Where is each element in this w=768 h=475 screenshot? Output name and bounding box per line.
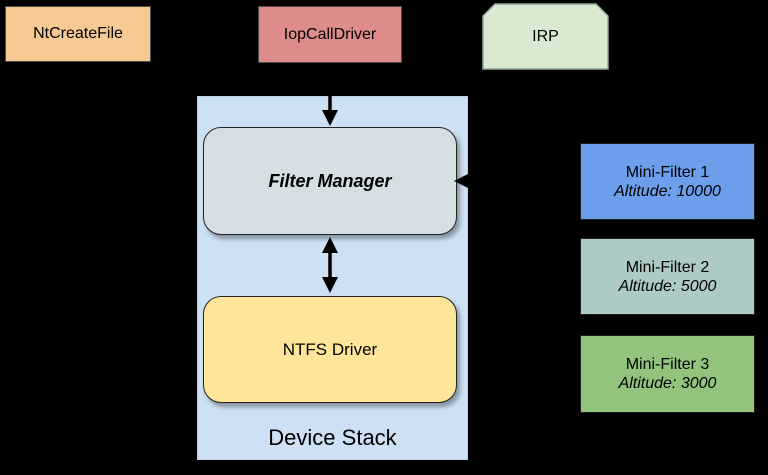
node-filter-manager-label: Filter Manager: [268, 170, 392, 191]
node-mini-filter-3: Mini-Filter 3 Altitude: 3000: [580, 335, 755, 413]
node-ntcreatefile-label: NtCreateFile: [33, 25, 123, 42]
node-irp: IRP: [482, 3, 609, 70]
node-ntcreatefile: NtCreateFile: [5, 6, 151, 62]
node-iopcalldriver: IopCallDriver: [258, 6, 402, 63]
node-mini-filter-2: Mini-Filter 2 Altitude: 5000: [580, 238, 755, 315]
node-ntfs-driver: NTFS Driver: [203, 296, 457, 403]
device-stack-label: Device Stack: [268, 425, 397, 450]
node-mini-filter-1: Mini-Filter 1 Altitude: 10000: [580, 143, 755, 220]
arrow-minifilters-to-filter-manager: [454, 173, 580, 189]
mini-filter-3-name: Mini-Filter 3: [625, 356, 710, 373]
mini-filter-2-name: Mini-Filter 2: [625, 258, 710, 276]
node-irp-label: IRP: [532, 27, 559, 45]
mini-filter-2-altitude: Altitude: 5000: [618, 277, 717, 295]
node-ntfs-driver-label: NTFS Driver: [282, 339, 378, 359]
mini-filter-1-altitude: Altitude: 10000: [614, 182, 721, 200]
irp-shape: [482, 3, 609, 70]
mini-filter-3-altitude: Altitude: 3000: [618, 375, 717, 392]
mini-filter-1-name: Mini-Filter 1: [625, 163, 710, 181]
node-filter-manager: Filter Manager: [203, 127, 457, 235]
node-iopcalldriver-label: IopCallDriver: [283, 25, 377, 43]
irp-plaque-polygon: [482, 3, 609, 70]
